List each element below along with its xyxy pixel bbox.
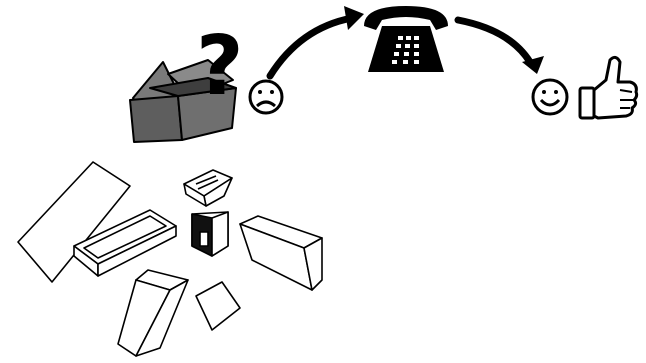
happy-face-icon [533,80,567,114]
question-mark-icon: ? [196,19,244,114]
long-narrow-piece [118,270,188,356]
disassembled-box-pieces [18,162,322,356]
curved-arrow-icon [270,6,364,76]
thumbs-up-icon [580,57,637,118]
telephone-icon [364,6,448,72]
right-slab [240,216,322,290]
small-wedge-piece [184,170,232,206]
middle-block [192,212,228,256]
curved-arrow-icon [458,20,544,74]
sad-face-icon [250,81,282,113]
small-square-piece [196,282,240,330]
